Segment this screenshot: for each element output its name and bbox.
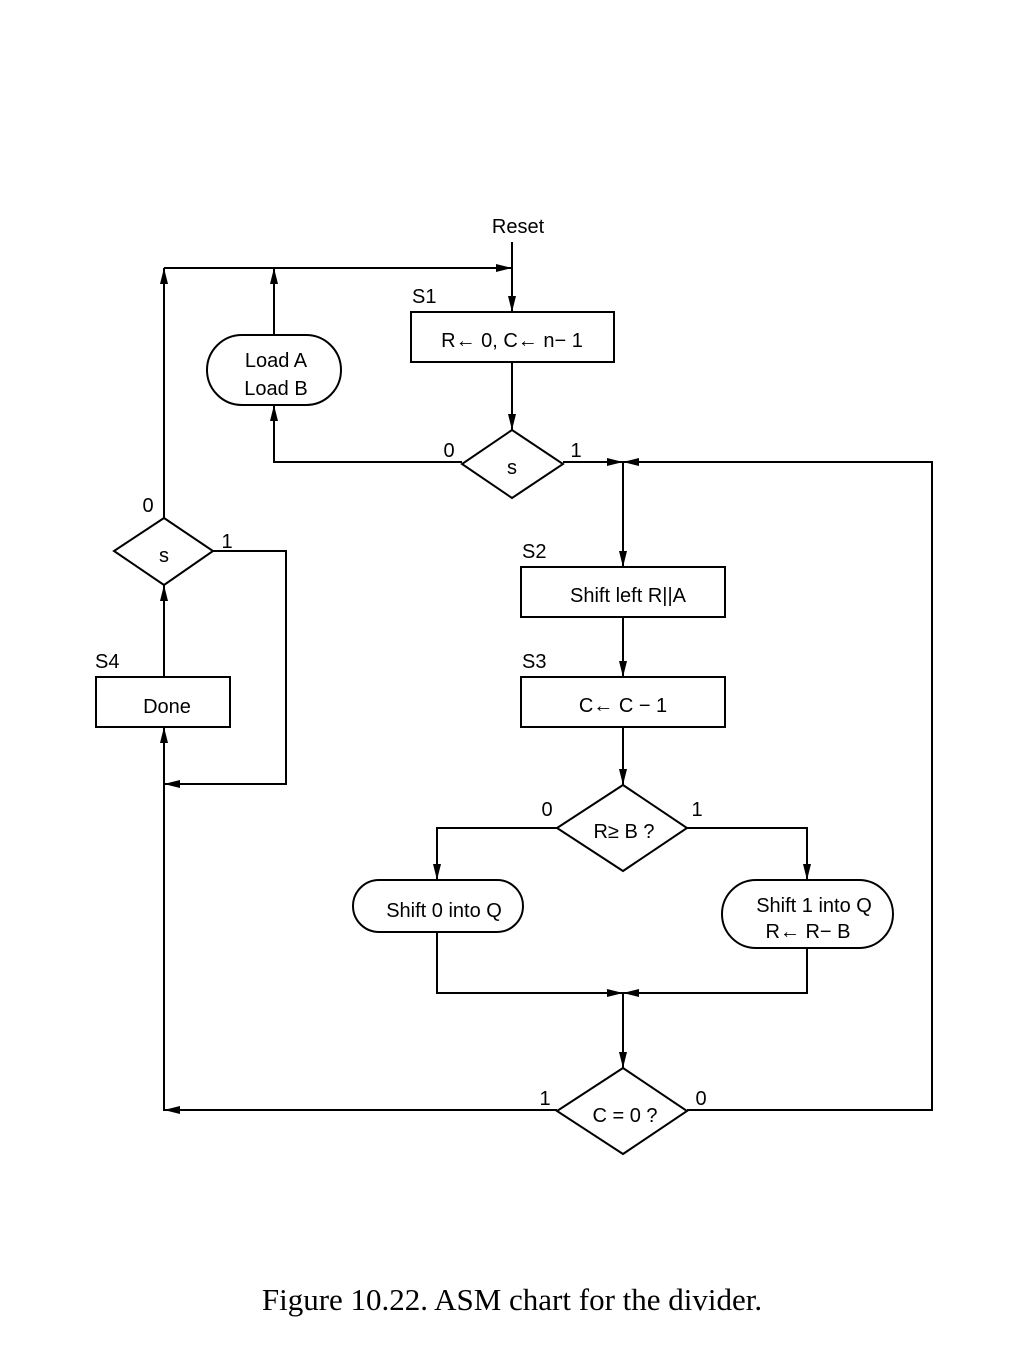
shift1-output-box — [721, 879, 894, 949]
arrowhead — [433, 864, 441, 880]
load-box-line1: Load A — [245, 350, 308, 372]
s4-box-text: Done — [143, 696, 191, 718]
shift0-merge-line — [436, 932, 623, 994]
s4-state-box — [95, 676, 231, 728]
reset-label: Reset — [492, 216, 545, 238]
arrowhead — [619, 551, 627, 567]
count-zero-label: 0 — [695, 1088, 706, 1110]
arrowhead — [160, 585, 168, 601]
arrowhead — [623, 989, 639, 997]
s1-box-text-part1: R← 0, C← — [441, 330, 543, 352]
left-s-one-label: 1 — [221, 531, 232, 553]
s1-box-text-part2: − 1 — [555, 330, 583, 352]
figure-caption: Figure 10.22. ASM chart for the divider. — [261, 1282, 763, 1317]
compare-decision — [555, 783, 689, 873]
arrowhead — [619, 1052, 627, 1068]
arrowhead — [270, 405, 278, 421]
compare-zero-line — [436, 827, 557, 880]
shift1-box-line2: R← R− B — [765, 921, 850, 943]
arrowhead — [619, 769, 627, 785]
shift1-merge-line — [623, 948, 808, 994]
shift0-box-text: Shift 0 into Q — [386, 900, 502, 922]
top-s-decision-text: s — [507, 457, 517, 479]
top-s-one-label: 1 — [570, 440, 581, 462]
count-zero-decision-text: C = 0 ? — [592, 1105, 657, 1127]
compare-one-label: 1 — [691, 799, 702, 821]
state-label-s2: S2 — [522, 541, 546, 563]
asm-chart: Reset S1 R← 0, C← n− 1 Load A Load B s 0… — [95, 216, 933, 1156]
s2-box-text: Shift left R||A — [570, 585, 687, 607]
arrowhead — [164, 1106, 180, 1114]
compare-one-line — [687, 827, 808, 880]
count-one-label: 1 — [539, 1088, 550, 1110]
top-s-zero-label: 0 — [443, 440, 454, 462]
top-s-one-line — [563, 461, 624, 567]
compare-decision-text: R≥ B ? — [594, 821, 655, 843]
arrowhead — [160, 727, 168, 743]
state-label-s1: S1 — [412, 286, 436, 308]
shift1-box-line1: Shift 1 into Q — [756, 895, 872, 917]
arrowhead — [496, 264, 512, 272]
state-label-s4: S4 — [95, 651, 119, 673]
left-s-decision-text: s — [159, 545, 169, 567]
top-s-zero-line — [273, 405, 462, 463]
arrowhead — [164, 780, 180, 788]
arrowhead — [607, 989, 623, 997]
shift0-output-box — [352, 879, 524, 933]
s1-box-text: R← 0, C← n− 1 — [441, 330, 583, 352]
arrowhead — [160, 268, 168, 284]
load-output-box — [206, 334, 342, 406]
s2-state-box — [520, 566, 726, 618]
left-s-zero-label: 0 — [142, 495, 153, 517]
compare-zero-label: 0 — [541, 799, 552, 821]
arrowhead — [803, 864, 811, 880]
arrowhead — [619, 661, 627, 677]
arrowhead — [270, 268, 278, 284]
arrowhead — [607, 458, 623, 466]
s3-state-box — [520, 676, 726, 728]
count-zero-loop-line — [623, 461, 933, 1111]
count-zero-decision — [555, 1066, 689, 1156]
state-label-s3: S3 — [522, 651, 546, 673]
left-s-one-line — [164, 550, 287, 785]
s1-box-text-var: n — [543, 330, 554, 352]
arrowhead — [508, 296, 516, 312]
arrowhead — [508, 414, 516, 430]
s1-state-box — [410, 311, 615, 363]
top-s-decision — [460, 428, 565, 500]
s3-box-text: C← C − 1 — [579, 695, 667, 717]
left-s-decision — [112, 516, 215, 587]
arrowhead — [623, 458, 639, 466]
load-box-line2: Load B — [244, 378, 307, 400]
